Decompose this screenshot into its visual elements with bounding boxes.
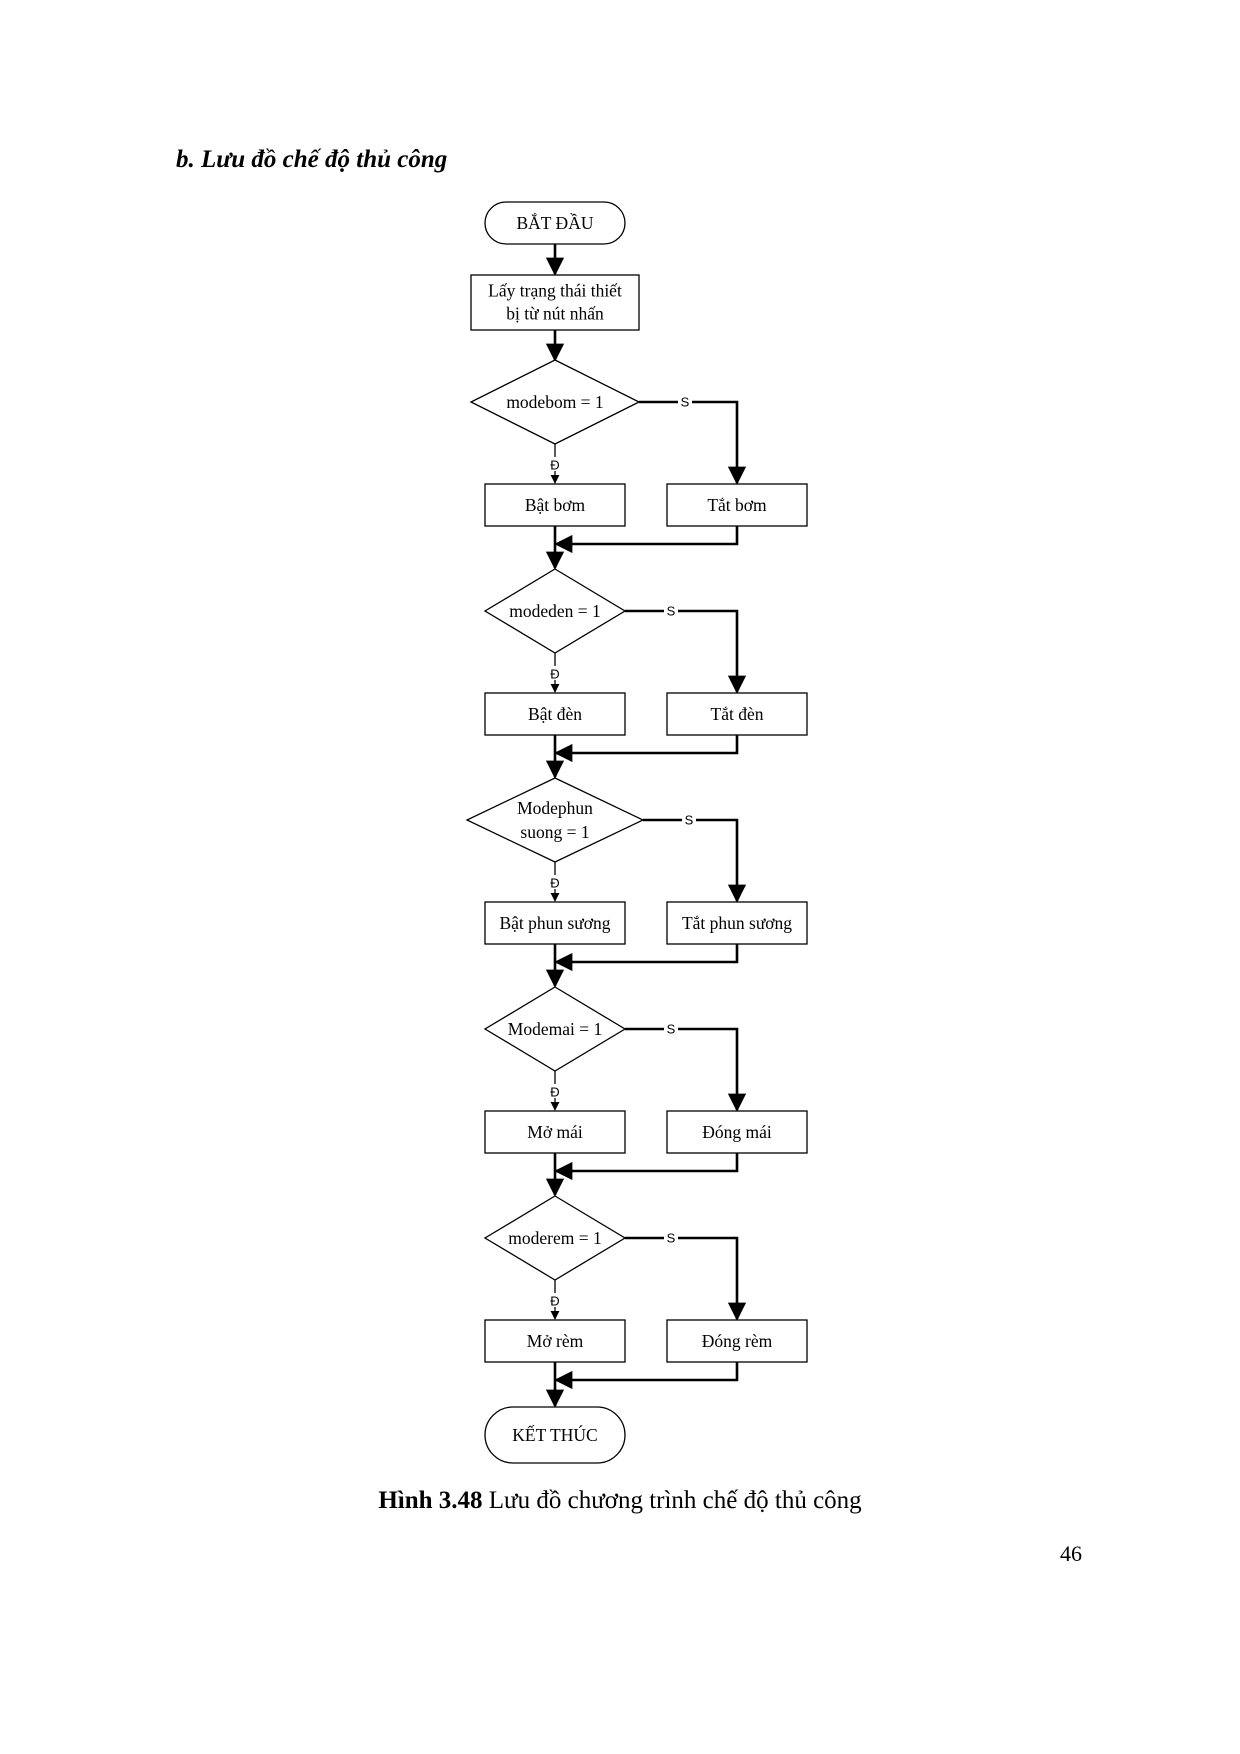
no-action-box: [666, 1110, 808, 1154]
merge-edge: [554, 1153, 739, 1181]
page-number: 46: [1060, 1541, 1082, 1566]
yes-label: Đ: [550, 1085, 559, 1100]
decision-diamond: [483, 568, 627, 654]
no-label-bg: [664, 1021, 678, 1037]
no-label-bg: [664, 1230, 678, 1246]
no-label-bg: [664, 603, 678, 619]
no-action-box: [666, 901, 808, 945]
yes-action-box: [484, 901, 626, 945]
yes-label: Đ: [550, 667, 559, 682]
no-label: S: [685, 813, 694, 828]
read-process-label: Lấy trạng thái thiết: [488, 281, 622, 301]
no-label: S: [681, 395, 690, 410]
figure-caption: Hình 3.48 Lưu đồ chương trình chế độ thủ…: [0, 1487, 1240, 1515]
no-label-bg: [678, 394, 692, 410]
yes-action-label: Bật đèn: [528, 704, 582, 724]
yes-action-box: [484, 1110, 626, 1154]
no-action-label: Tắt phun sương: [682, 913, 792, 933]
no-edge: [625, 609, 747, 694]
figure-number: Hình 3.48: [378, 1487, 483, 1514]
yes-label-bg: [546, 1084, 564, 1098]
yes-label: Đ: [550, 876, 559, 891]
end-terminal: [484, 1406, 626, 1464]
decision-condition: moderem = 1: [508, 1228, 601, 1248]
yes-action-label: Bật phun sương: [499, 913, 610, 933]
no-action-label: Tắt đèn: [711, 704, 764, 724]
decision-condition: modeden = 1: [509, 601, 601, 621]
figure-caption-text: Lưu đồ chương trình chế độ thủ công: [488, 1487, 862, 1514]
yes-action-label: Mở mái: [527, 1122, 583, 1142]
no-action-box: [666, 483, 808, 527]
no-label-bg: [682, 812, 696, 828]
manual-mode-flowchart: BẮT ĐẦU Lấy trạng thái thiết bị từ nút nhấ…: [465, 201, 808, 1464]
yes-action-label: Mở rèm: [527, 1331, 584, 1351]
yes-action-box: [484, 1319, 626, 1363]
decision-diamond: [483, 1195, 627, 1281]
yes-label: Đ: [550, 1294, 559, 1309]
decision-condition: modebom = 1: [506, 392, 603, 412]
yes-label-bg: [546, 1293, 564, 1307]
yes-label-bg: [546, 666, 564, 680]
decision-condition: suong = 1: [520, 822, 589, 842]
no-action-box: [666, 1319, 808, 1363]
no-edge: [625, 1027, 747, 1112]
decision-diamond: [465, 777, 645, 863]
merge-edge: [554, 1362, 739, 1390]
merge-edge: [554, 526, 739, 554]
decision-diamond: [469, 359, 641, 445]
merge-edge: [554, 944, 739, 972]
read-process-label: bị từ nút nhấn: [506, 304, 604, 324]
yes-label-bg: [546, 457, 564, 471]
yes-label-bg: [546, 875, 564, 889]
decision-condition: Modemai = 1: [508, 1019, 602, 1039]
no-action-box: [666, 692, 808, 736]
no-label: S: [667, 1231, 676, 1246]
decision-diamond: [483, 986, 627, 1072]
no-label: S: [667, 604, 676, 619]
yes-action-box: [484, 692, 626, 736]
yes-action-box: [484, 483, 626, 527]
section-heading: b. Lưu đồ chế độ thủ công: [176, 146, 448, 173]
start-label: BẮT ĐẦU: [517, 213, 594, 233]
end-label: KẾT THÚC: [512, 1425, 597, 1445]
decision-condition: Modephun: [517, 798, 593, 818]
no-action-label: Đóng mái: [702, 1122, 772, 1142]
no-edge: [639, 400, 747, 485]
no-label: S: [667, 1022, 676, 1037]
no-edge: [625, 1236, 747, 1321]
yes-action-label: Bật bơm: [525, 495, 586, 515]
no-action-label: Tắt bơm: [707, 495, 767, 515]
read-process-box: [470, 274, 640, 331]
yes-label: Đ: [550, 458, 559, 473]
start-terminal: [484, 201, 626, 245]
merge-edge: [554, 735, 739, 763]
no-action-label: Đóng rèm: [702, 1331, 773, 1351]
no-edge: [643, 818, 747, 903]
